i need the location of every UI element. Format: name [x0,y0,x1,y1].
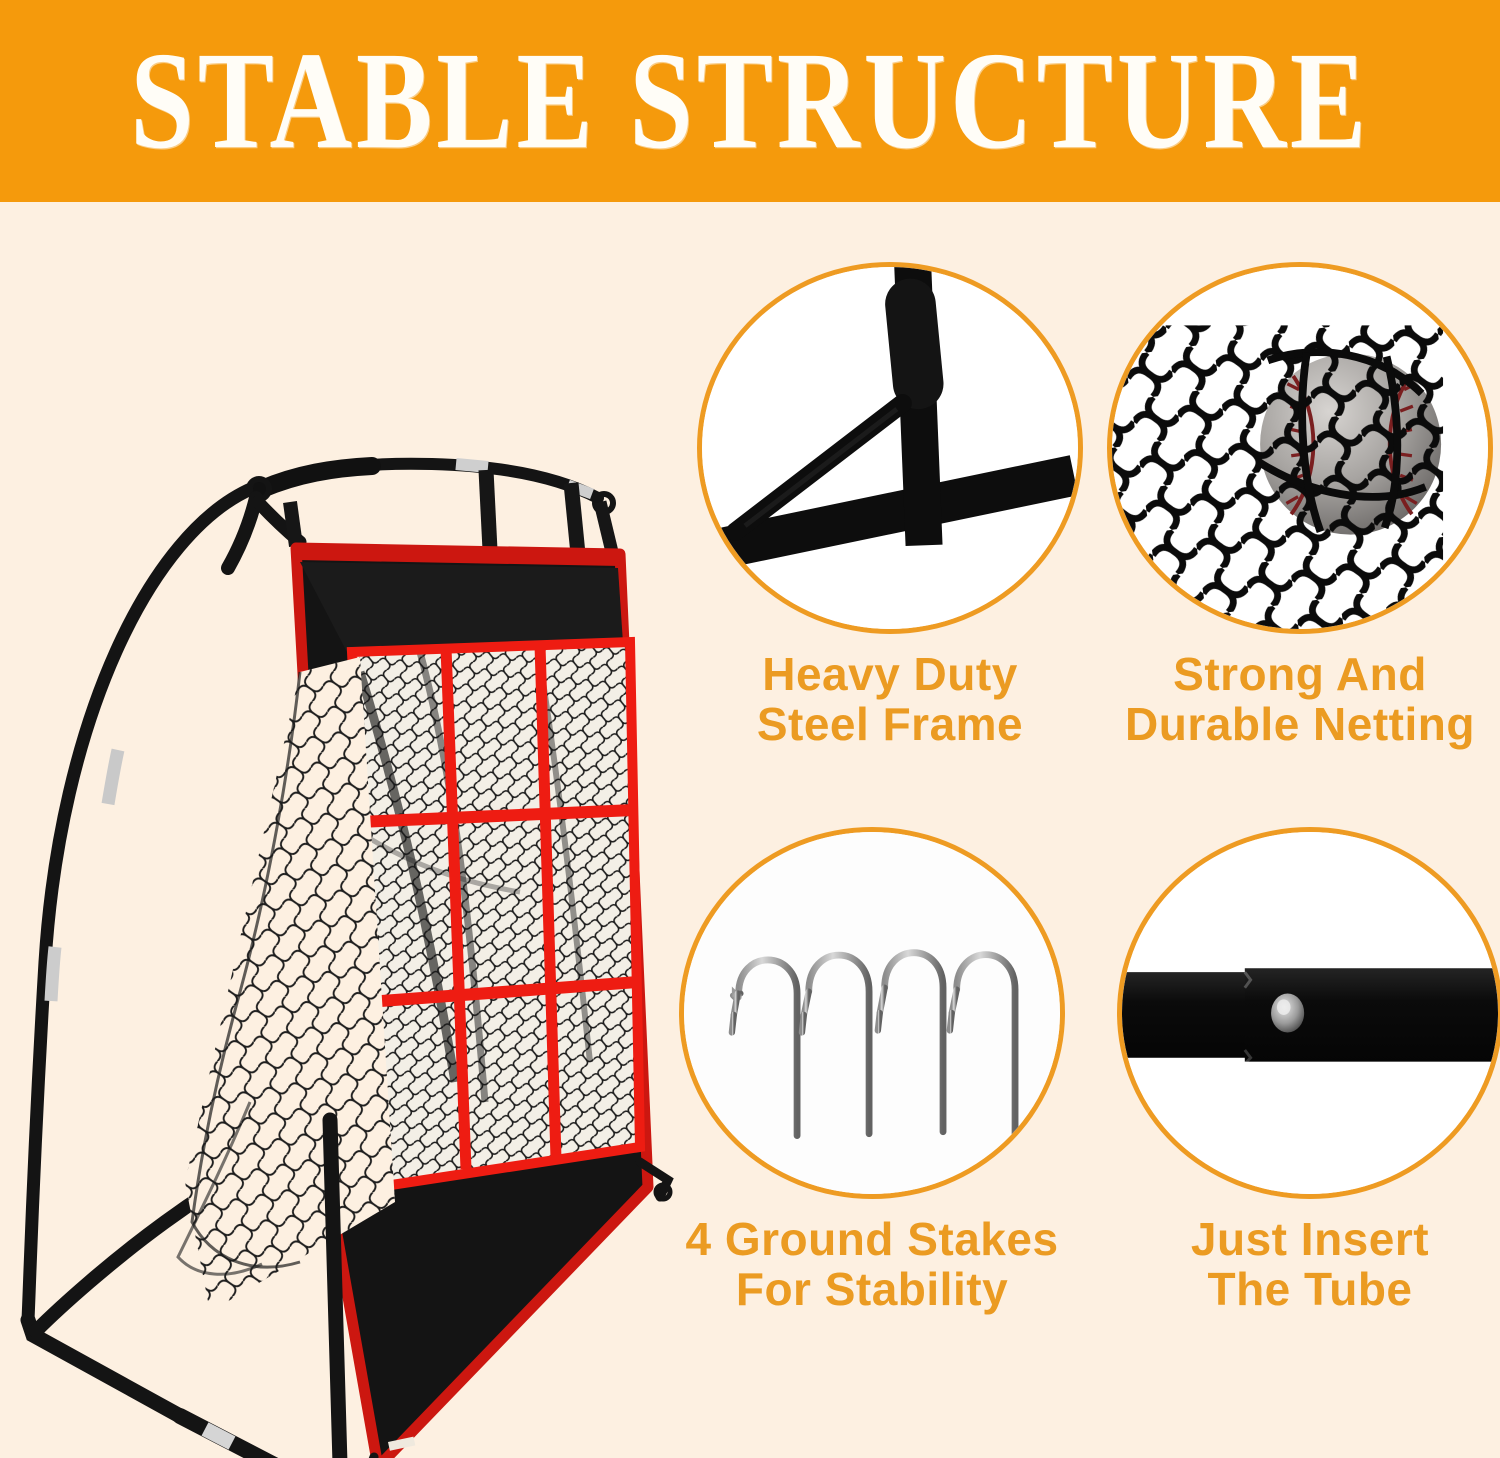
steel-frame-joint-photo [697,262,1083,634]
feature-label-line1: Heavy Duty [762,648,1018,700]
feature-label-tube-connector: Just Insert The Tube [1110,1213,1500,1315]
feature-label-line1: Strong And [1173,648,1427,700]
feature-label-line2: For Stability [735,1262,1009,1315]
feature-label-steel-frame: Heavy Duty Steel Frame [690,648,1090,750]
page-title: STABLE STRUCTURE [130,23,1370,178]
baseball-in-netting-photo [1107,262,1493,634]
feature-label-line2: Durable Netting [1125,697,1475,750]
feature-card-ground-stakes: 4 Ground Stakes For Stability [672,827,1072,1387]
feature-label-line2: Steel Frame [756,697,1024,750]
feature-label-line1: 4 Ground Stakes [685,1213,1059,1265]
feature-card-netting: Strong And Durable Netting [1100,262,1500,822]
ground-stakes-photo [679,827,1065,1199]
feature-label-ground-stakes: 4 Ground Stakes For Stability [672,1213,1072,1315]
product-hero-image [0,202,690,1458]
feature-card-steel-frame: Heavy Duty Steel Frame [690,262,1090,822]
feature-card-tube-connector: Just Insert The Tube [1110,827,1500,1387]
header-banner: STABLE STRUCTURE [0,0,1500,202]
content-stage: Heavy Duty Steel Frame [0,202,1500,1458]
feature-label-line2: The Tube [1207,1262,1413,1315]
feature-label-line1: Just Insert [1190,1213,1430,1265]
feature-label-netting: Strong And Durable Netting [1100,648,1500,750]
tube-connector-photo [1117,827,1500,1199]
